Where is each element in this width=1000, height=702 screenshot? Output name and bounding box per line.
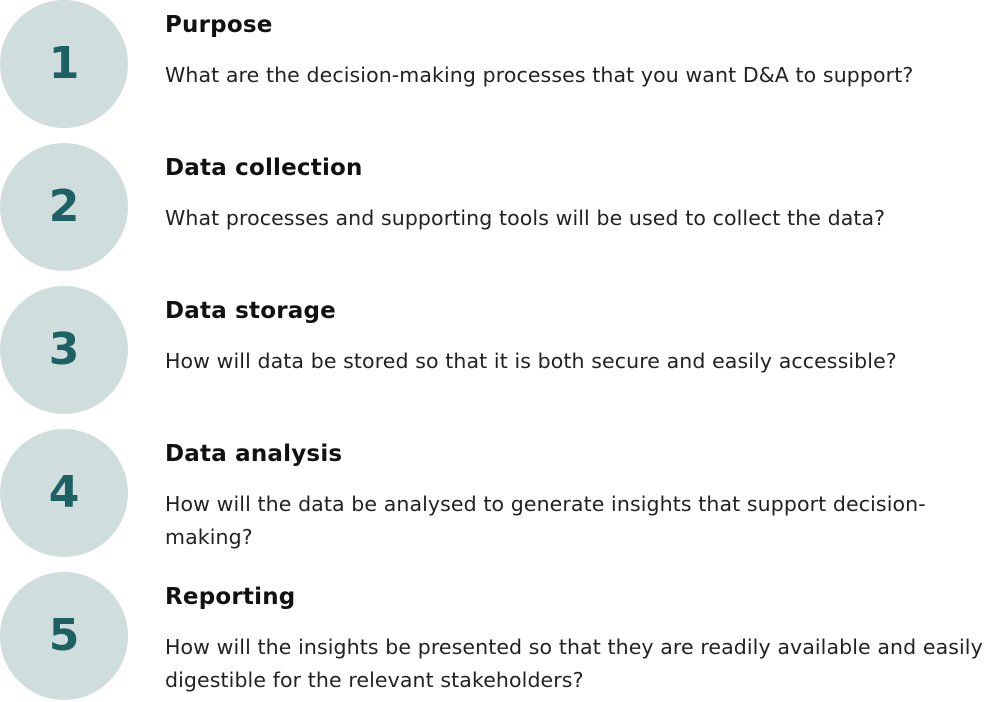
- step-item: 4 Data analysis How will the data be ana…: [0, 429, 1000, 559]
- step-number-circle: 1: [0, 0, 128, 128]
- step-description: What are the decision-making processes t…: [165, 63, 914, 87]
- step-number: 5: [48, 610, 80, 661]
- step-title: Data collection: [165, 155, 363, 181]
- step-title: Reporting: [165, 584, 296, 610]
- step-number: 1: [48, 38, 80, 89]
- step-item: 1 Purpose What are the decision-making p…: [0, 0, 1000, 130]
- step-number-circle: 3: [0, 286, 128, 414]
- step-number: 4: [48, 467, 80, 518]
- step-title: Data analysis: [165, 441, 343, 467]
- step-description: How will the insights be presented so th…: [165, 635, 983, 692]
- step-number: 3: [48, 324, 80, 375]
- step-description: How will data be stored so that it is bo…: [165, 349, 897, 373]
- step-item: 5 Reporting How will the insights be pre…: [0, 572, 1000, 702]
- step-number-circle: 5: [0, 572, 128, 700]
- step-description: How will the data be analysed to generat…: [165, 492, 926, 549]
- step-number-circle: 2: [0, 143, 128, 271]
- step-number-circle: 4: [0, 429, 128, 557]
- step-item: 3 Data storage How will data be stored s…: [0, 286, 1000, 416]
- step-number: 2: [48, 181, 80, 232]
- step-title: Purpose: [165, 12, 273, 38]
- step-description: What processes and supporting tools will…: [165, 206, 886, 230]
- step-title: Data storage: [165, 298, 336, 324]
- step-item: 2 Data collection What processes and sup…: [0, 143, 1000, 273]
